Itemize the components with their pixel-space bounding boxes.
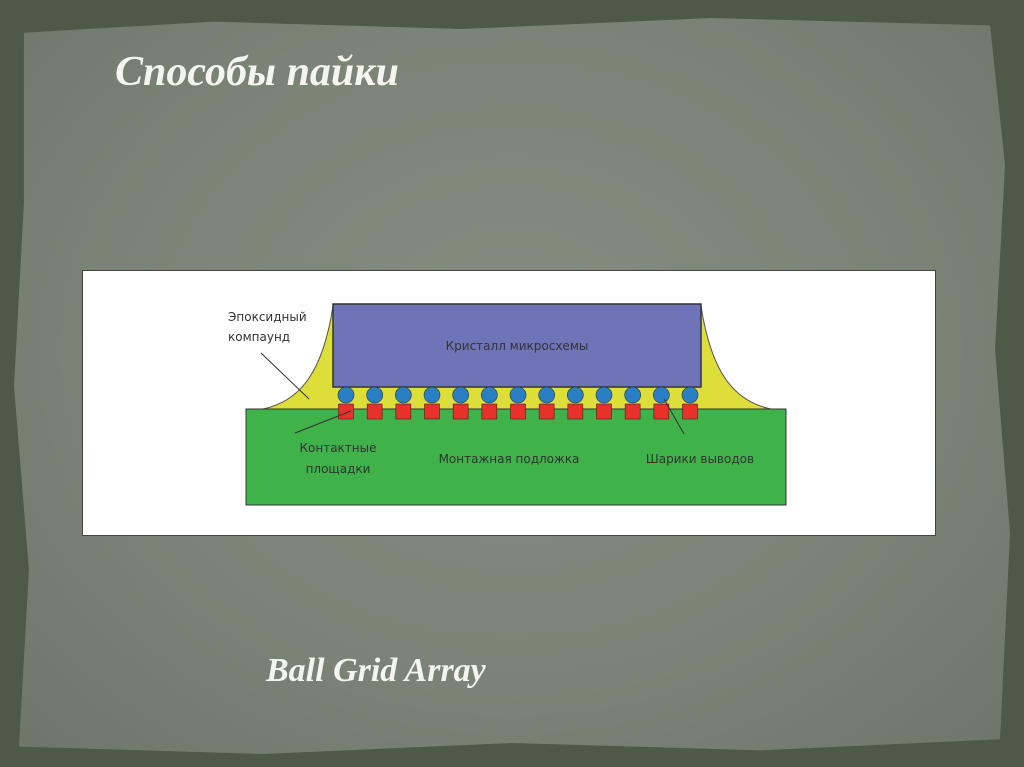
- solder-ball: [452, 386, 469, 404]
- label-pads-2: площадки: [306, 462, 371, 476]
- mounting-substrate: [245, 408, 787, 506]
- contact-pad: [510, 403, 526, 420]
- solder-ball: [366, 386, 383, 404]
- solder-ball: [509, 386, 527, 404]
- contact-pad: [424, 403, 440, 420]
- solder-ball: [653, 386, 670, 404]
- contact-pad: [395, 403, 412, 420]
- solder-ball: [624, 386, 641, 404]
- label-substrate: Монтажная подложка: [439, 452, 580, 466]
- slide-caption: Ball Grid Array: [266, 652, 486, 689]
- contact-pad: [538, 403, 555, 420]
- pads-leader-line: [294, 410, 352, 434]
- solder-ball: [538, 386, 555, 404]
- label-pads-1: Контактные: [300, 441, 377, 455]
- solder-ball: [337, 386, 355, 404]
- solder-ball: [595, 386, 613, 404]
- die: [332, 303, 702, 388]
- solder-ball: [423, 386, 441, 404]
- contact-pad: [366, 403, 383, 420]
- contact-pad: [624, 403, 641, 420]
- solder-ball: [681, 386, 699, 404]
- contact-pad: [596, 403, 612, 420]
- solder-ball: [395, 386, 412, 404]
- label-epoxy-1: Эпоксидный: [228, 310, 307, 324]
- contact-pad: [682, 403, 698, 420]
- solder-ball: [481, 386, 498, 404]
- bga-diagram: Эпоксидный компаунд Кристалл микросхемы …: [82, 270, 936, 536]
- solder-ball: [567, 386, 584, 404]
- contact-pad: [481, 403, 498, 420]
- contact-pad: [653, 403, 670, 420]
- balls-leader-line: [663, 398, 685, 435]
- label-epoxy-2: компаунд: [228, 330, 290, 344]
- contact-pad: [338, 403, 354, 420]
- label-die: Кристалл микросхемы: [446, 339, 589, 353]
- epoxy-leader-line: [260, 352, 310, 400]
- slide-title: Способы пайки: [115, 49, 399, 95]
- contact-pad: [452, 403, 469, 420]
- label-balls: Шарики выводов: [646, 452, 754, 466]
- contact-pad: [567, 403, 584, 420]
